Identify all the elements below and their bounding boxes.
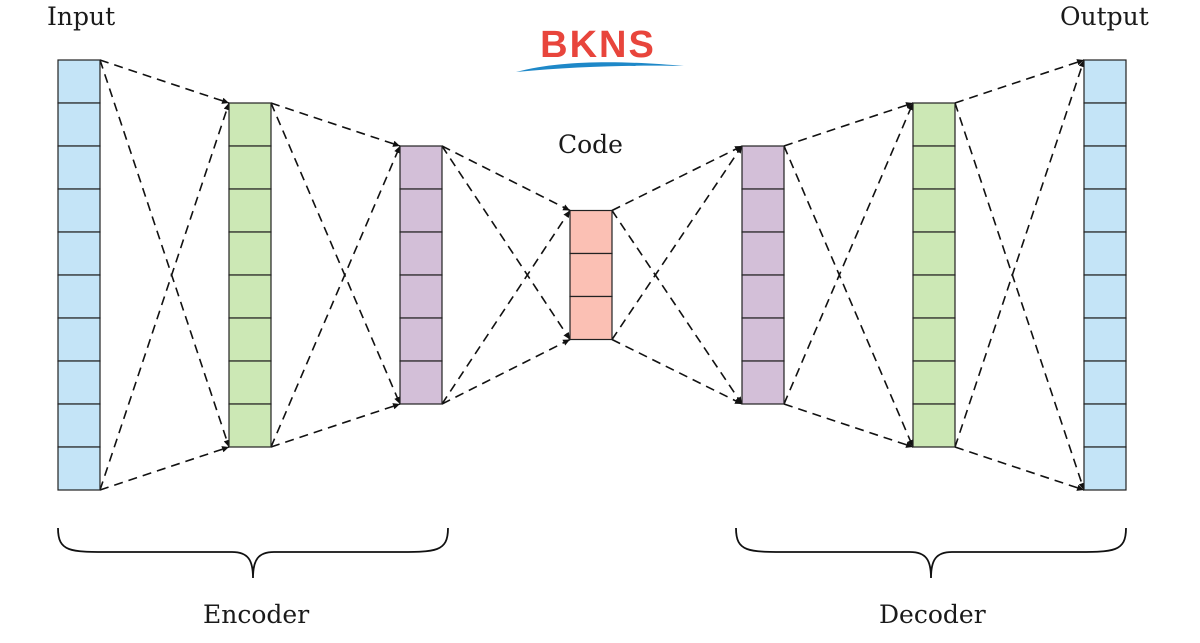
neuron-cell	[1083, 317, 1127, 362]
layers	[57, 59, 1127, 491]
neuron-cell	[1083, 360, 1127, 405]
neuron-cell	[399, 360, 443, 405]
neuron-cell	[228, 188, 272, 233]
output-label: Output	[1060, 2, 1149, 31]
connection-line	[611, 210, 743, 405]
neuron-cell	[399, 317, 443, 362]
input-label: Input	[47, 2, 116, 31]
neuron-cell	[57, 360, 101, 405]
neuron-cell	[399, 274, 443, 319]
neuron-cell	[228, 231, 272, 276]
neuron-cell	[741, 274, 785, 319]
neuron-cell	[228, 317, 272, 362]
connection-line	[783, 102, 914, 147]
connection-line	[270, 145, 401, 448]
neuron-cell	[912, 317, 956, 362]
encoder-label: Encoder	[203, 600, 310, 629]
layer-output	[1083, 59, 1127, 491]
connection-line	[954, 446, 1085, 491]
connection-line	[954, 59, 1085, 448]
neuron-cell	[912, 102, 956, 147]
neuron-cell	[741, 145, 785, 190]
layer-input	[57, 59, 101, 491]
connection-line	[783, 403, 914, 448]
decoder-brace	[735, 527, 1127, 579]
svg-text:BKNS: BKNS	[540, 24, 656, 66]
neuron-cell	[228, 274, 272, 319]
neuron-cell	[569, 295, 613, 341]
neuron-cell	[57, 403, 101, 448]
neuron-cell	[57, 188, 101, 233]
connection-line	[611, 145, 743, 212]
neuron-cell	[399, 188, 443, 233]
neuron-cell	[1083, 231, 1127, 276]
neuron-cell	[912, 274, 956, 319]
connection-line	[270, 403, 401, 448]
neuron-cell	[57, 145, 101, 190]
connection-line	[954, 59, 1085, 104]
layer-decoder-hidden-2	[912, 102, 956, 448]
connection-line	[441, 145, 571, 212]
connection-line	[783, 145, 914, 448]
neuron-cell	[569, 252, 613, 298]
connection-line	[441, 338, 571, 405]
connection-line	[954, 102, 1085, 491]
neuron-cell	[912, 403, 956, 448]
connection-line	[270, 102, 401, 405]
neuron-cell	[57, 274, 101, 319]
connection-line	[783, 102, 914, 405]
neuron-cell	[399, 145, 443, 190]
layer-encoder-hidden-2	[399, 145, 443, 405]
connection-line	[441, 210, 571, 405]
neuron-cell	[399, 231, 443, 276]
braces	[57, 527, 1127, 579]
neuron-cell	[741, 188, 785, 233]
neuron-cell	[1083, 274, 1127, 319]
neuron-cell	[912, 188, 956, 233]
neuron-cell	[228, 102, 272, 147]
neuron-cell	[912, 231, 956, 276]
connection-line	[99, 59, 230, 104]
layer-encoder-hidden-1	[228, 102, 272, 448]
neuron-cell	[57, 446, 101, 491]
connection-line	[99, 102, 230, 491]
code-label: Code	[558, 130, 623, 159]
neuron-cell	[228, 360, 272, 405]
neuron-cell	[912, 145, 956, 190]
layer-code	[569, 209, 613, 341]
neuron-cell	[1083, 446, 1127, 491]
bkns-logo: BKNS	[516, 24, 684, 72]
neuron-cell	[1083, 59, 1127, 104]
neuron-cell	[57, 231, 101, 276]
neuron-cell	[741, 231, 785, 276]
connection-line	[99, 59, 230, 448]
connection-line	[270, 102, 401, 147]
neuron-cell	[1083, 102, 1127, 147]
neuron-cell	[1083, 145, 1127, 190]
connection-line	[441, 145, 571, 340]
neuron-cell	[741, 317, 785, 362]
encoder-brace	[57, 527, 449, 579]
decoder-label: Decoder	[879, 600, 986, 629]
neuron-cell	[569, 209, 613, 255]
connection-line	[611, 145, 743, 340]
neuron-cell	[57, 59, 101, 104]
connection-line	[611, 338, 743, 405]
neuron-cell	[228, 403, 272, 448]
neuron-cell	[57, 317, 101, 362]
neuron-cell	[228, 145, 272, 190]
neuron-cell	[912, 360, 956, 405]
connections	[99, 59, 1085, 491]
neuron-cell	[57, 102, 101, 147]
neuron-cell	[741, 360, 785, 405]
neuron-cell	[1083, 188, 1127, 233]
neuron-cell	[1083, 403, 1127, 448]
connection-line	[99, 446, 230, 491]
layer-decoder-hidden-1	[741, 145, 785, 405]
